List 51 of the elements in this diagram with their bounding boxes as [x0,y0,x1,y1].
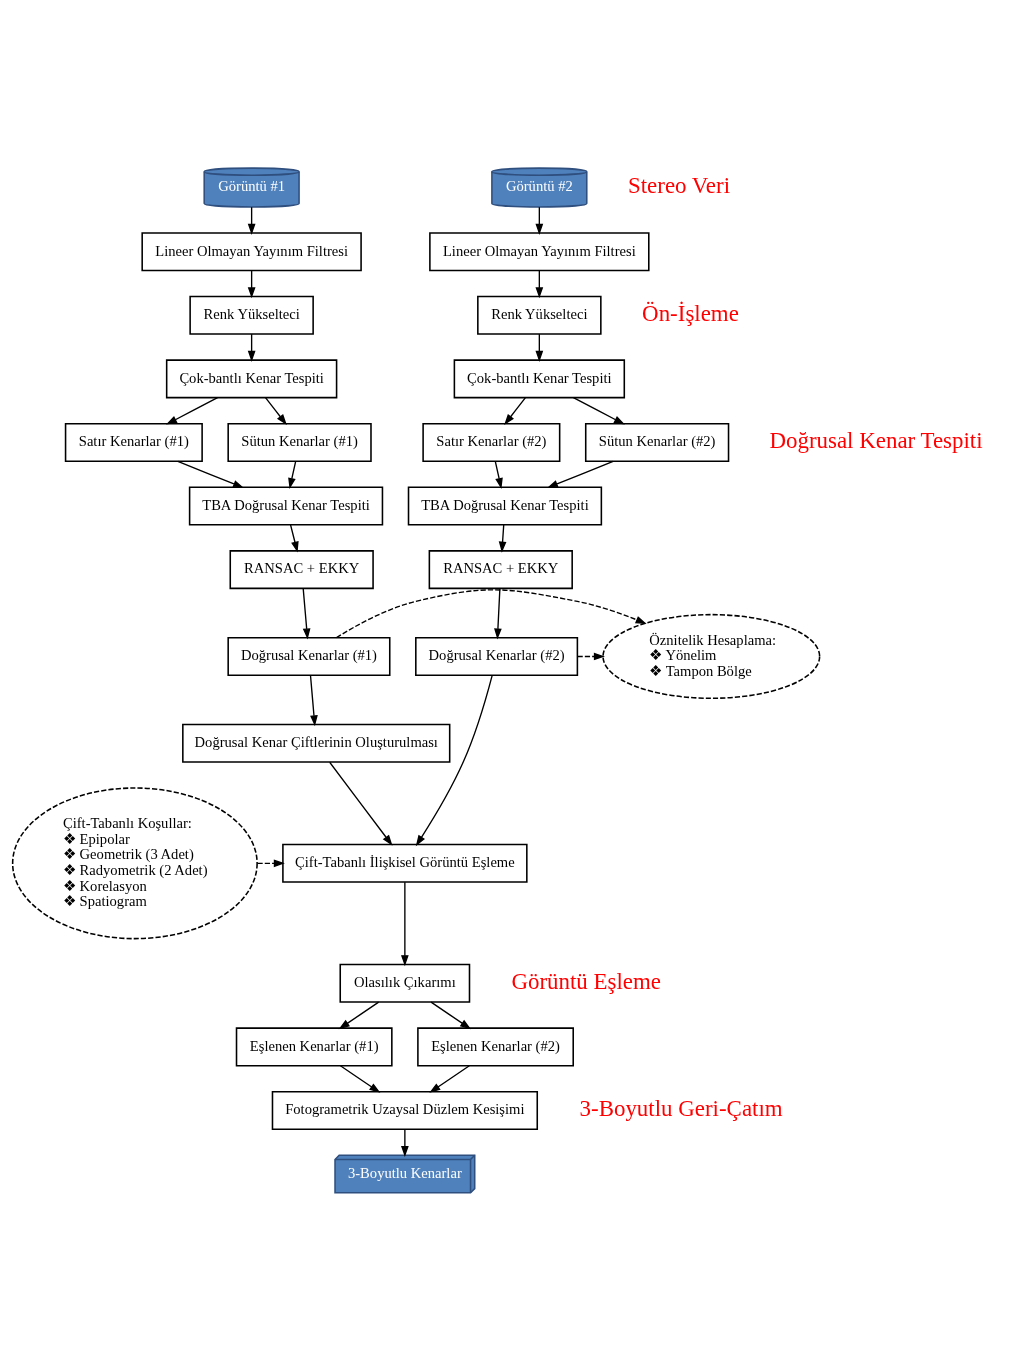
arrow [166,396,219,425]
arrow [429,1064,470,1093]
label: Ön-İşleme [642,300,739,326]
label: Görüntü Eşleme [511,968,662,994]
node-box: Sütun Kenarlar (#2) [584,422,730,462]
arrow [177,460,245,488]
arrow [546,460,614,488]
node-box: Doğrusal Kenarlar (#2) [415,636,579,676]
node-box: Eşlenen Kenarlar (#2) [417,1026,574,1066]
node-box: TBA Doğrusal Kenar Tespiti [188,486,384,526]
label: Doğrusal Kenar Tespiti [769,427,983,453]
node-box: Doğrusal Kenar Çiftlerinin Oluşturulması [182,723,451,763]
arrow [339,1064,381,1093]
arrow [335,588,647,638]
node-box: Lineer Olmayan Yayınım Filtresi [429,231,650,271]
arrow [572,396,625,425]
node-box: Doğrusal Kenarlar (#1) [227,636,391,676]
node-box: Eşlenen Kenarlar (#1) [235,1026,393,1066]
arrow [401,881,409,966]
node-box: Olasılık Çıkarımı [339,963,471,1003]
arrow [494,587,502,640]
node-box: Satır Kenarlar (#1) [64,422,203,462]
arrow [504,396,527,425]
node-box: Renk Yükselteci [477,295,602,335]
arrow [264,396,287,425]
arrow [498,523,507,553]
node-box: Lineer Olmayan Yayınım Filtresi [141,231,362,271]
node-box: Fotogrametrik Uzaysal Düzlem Kesişimi [271,1090,539,1130]
arrow [576,652,605,660]
node-box: Sütun Kenarlar (#1) [227,422,372,462]
arrow [494,460,503,489]
arrow [401,1128,409,1157]
node-box: RANSAC + EKKY [428,549,573,589]
node-box: RANSAC + EKKY [229,549,374,589]
label: 3-Boyutlu Geri-Çatım [579,1095,783,1121]
node-box: Çift-Tabanlı İlişkisel Görüntü Eşleme [282,843,528,883]
node-box: Çok-bantlı Kenar Tespiti [165,358,338,398]
label: Stereo Veri [627,172,731,198]
arrow [309,674,318,726]
node-box: Satır Kenarlar (#2) [422,422,561,462]
arrow [338,1000,380,1029]
arrow [288,460,297,489]
arrow [256,858,285,867]
arrow [329,761,393,846]
node-box: Renk Yükselteci [189,295,314,335]
arrow [430,1000,472,1029]
node-box: TBA Doğrusal Kenar Tespiti [407,486,603,526]
arrow [302,587,311,640]
arrow [415,674,493,846]
node-ellipse: Çift-Tabanlı Koşullar: ❖ Epipolar ❖ Geometrik (3 Adet) ❖ Radyometrik (2 Adet) ❖ Korelasyon ❖ Spatiogram [11,786,258,939]
node-box: Çok-bantlı Kenar Tespiti [453,358,626,398]
